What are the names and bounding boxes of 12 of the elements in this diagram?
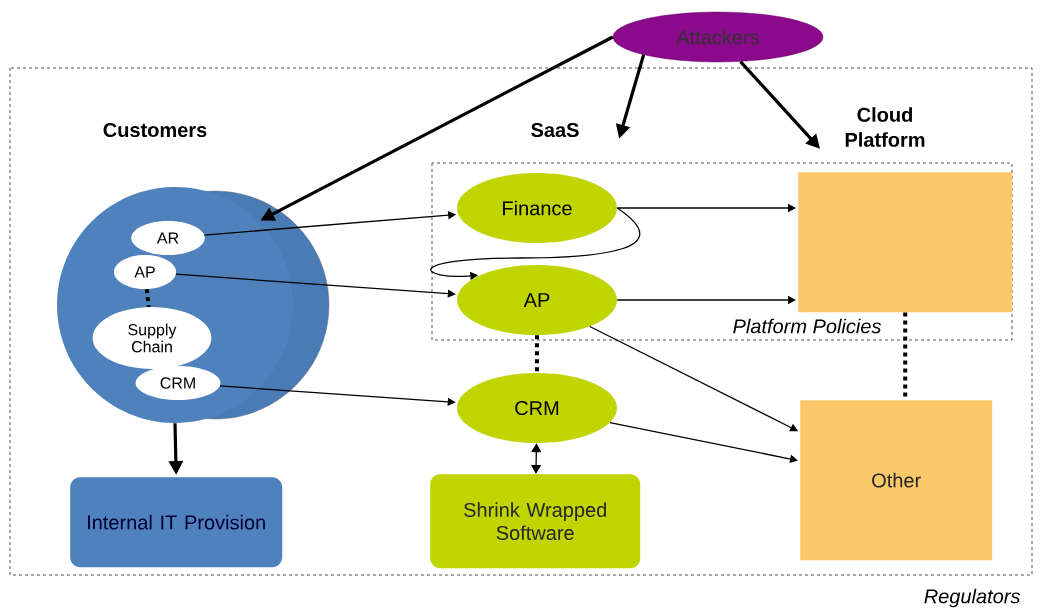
node-label: Customers — [103, 122, 207, 138]
connector-line — [144, 288, 151, 308]
heading-text: Cloud Platform — [845, 107, 925, 147]
node-label: Regulators — [924, 588, 1021, 608]
heading-text: SaaS — [531, 122, 579, 138]
provision-box: Internal IT Provision — [70, 477, 283, 568]
node-label: CRM — [160, 377, 195, 389]
connector-line — [535, 335, 539, 373]
platform-box: Other — [800, 400, 993, 561]
software-box: Shrink Wrapped Software — [430, 474, 641, 569]
platform-box — [798, 172, 1013, 313]
arrow — [175, 273, 456, 298]
